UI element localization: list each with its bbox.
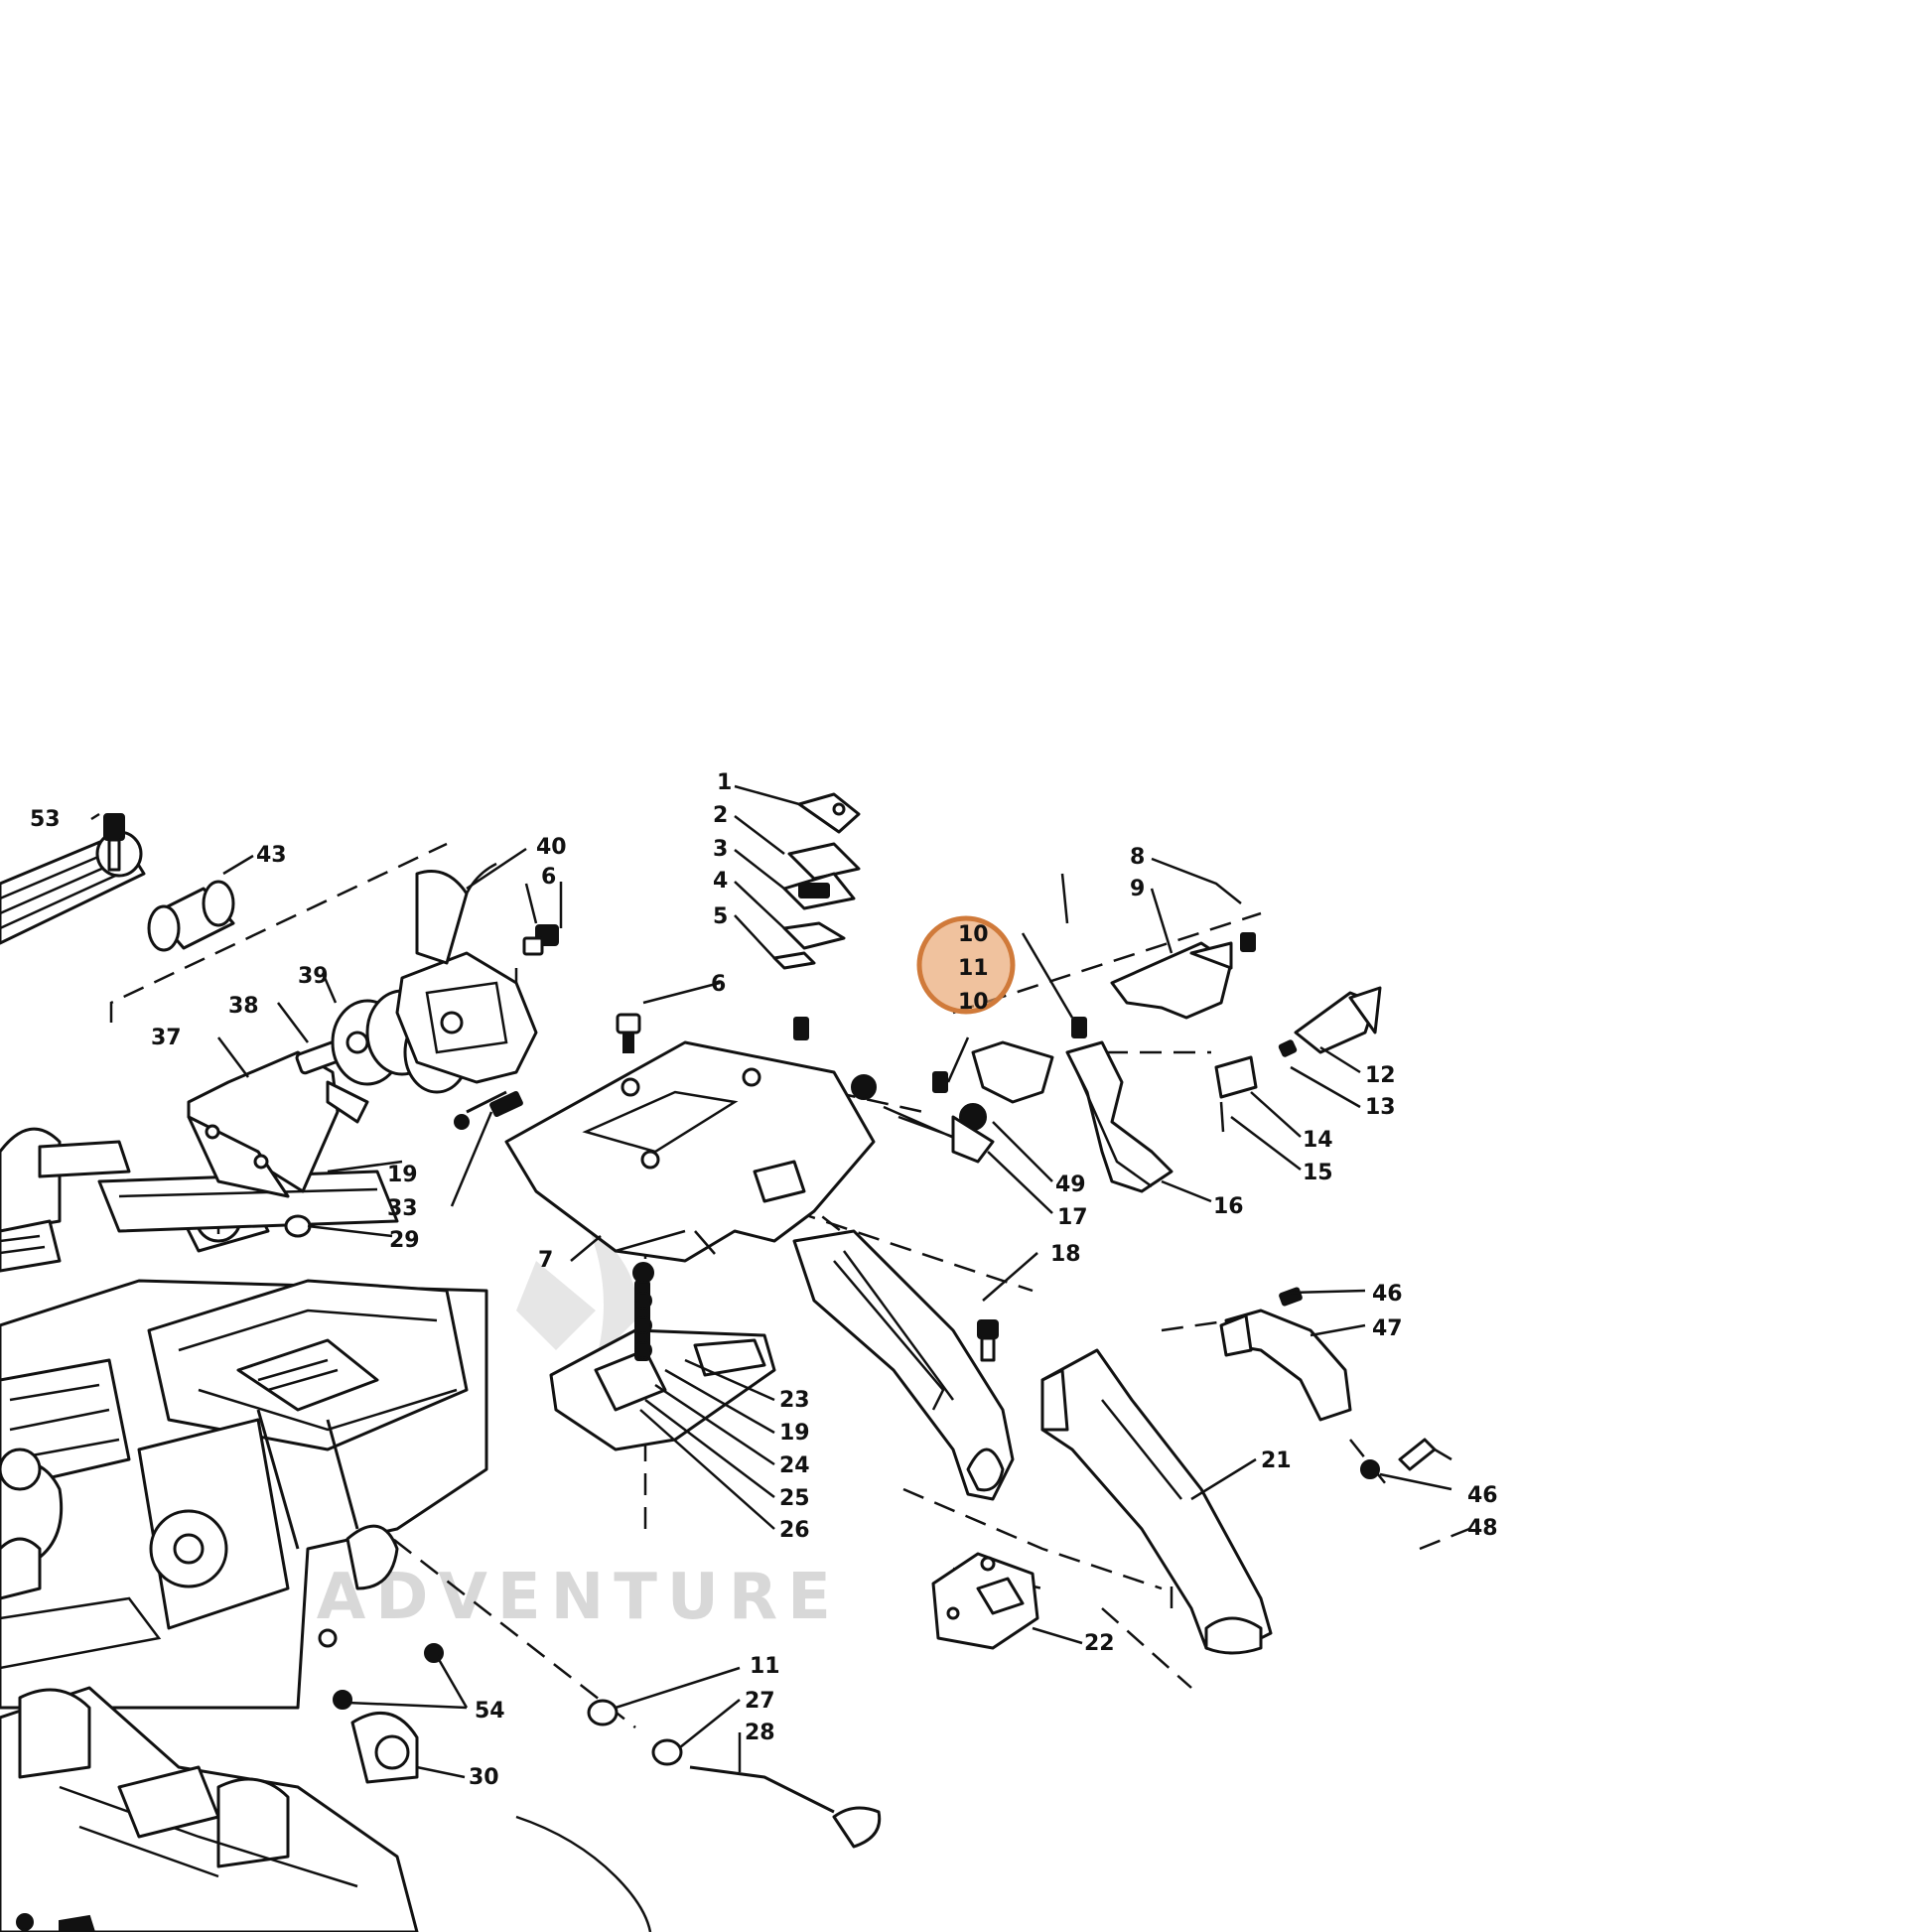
- callout-46-top: 46: [1372, 1282, 1403, 1307]
- callout-6-left: 6: [541, 865, 556, 890]
- callout-46-bottom: 46: [1467, 1483, 1498, 1508]
- parts-30-54: [333, 1643, 444, 1784]
- callout-21: 21: [1261, 1449, 1292, 1473]
- callout-53: 53: [30, 807, 61, 832]
- callout-19-left: 19: [387, 1163, 418, 1187]
- callout-48: 48: [1467, 1516, 1498, 1541]
- parts-12-15: [1214, 986, 1382, 1133]
- callout-10-bottom: 10: [958, 990, 989, 1015]
- part-21-handle: [1040, 1348, 1273, 1655]
- callout-4: 4: [713, 869, 728, 894]
- part-40-cover: [395, 862, 538, 1084]
- callout-5: 5: [713, 904, 728, 929]
- callout-37: 37: [151, 1026, 182, 1050]
- callout-16: 16: [1213, 1194, 1244, 1219]
- callout-23: 23: [779, 1388, 810, 1413]
- parts-11-27-28: [587, 1699, 882, 1849]
- callout-13: 13: [1365, 1095, 1396, 1120]
- callout-26: 26: [779, 1518, 810, 1543]
- callout-12: 12: [1365, 1063, 1396, 1088]
- callout-49: 49: [1055, 1173, 1086, 1197]
- callout-8: 8: [1130, 845, 1145, 870]
- callout-19-mount: 19: [779, 1421, 810, 1446]
- callout-7: 7: [538, 1248, 553, 1273]
- part-19-33-bolt: [454, 1090, 523, 1130]
- callout-43: 43: [256, 843, 287, 868]
- callout-22: 22: [1084, 1631, 1115, 1656]
- rear-handle: [792, 1229, 1015, 1501]
- part-43-sleeve: [147, 880, 235, 952]
- part-5-screw: [793, 1017, 809, 1040]
- callout-33: 33: [387, 1196, 418, 1221]
- base-assembly: [0, 1686, 652, 1932]
- callout-labels: 1 2 3 4 5 6 6 7 8 9 10 11 10 12 13 14 15…: [30, 770, 1498, 1790]
- part-29-plug: [284, 1214, 312, 1238]
- part-6-screw-center: [616, 1013, 641, 1053]
- callout-29: 29: [389, 1228, 420, 1253]
- watermark-text: EADVENTURE: [263, 1561, 841, 1634]
- part-18-screw: [977, 1319, 999, 1362]
- leader-lines: [90, 784, 1452, 1779]
- callout-2: 2: [713, 803, 728, 828]
- callout-18: 18: [1050, 1242, 1081, 1267]
- callout-25: 25: [779, 1486, 810, 1511]
- callout-28: 28: [745, 1721, 775, 1745]
- parts-10-11-small-screws: [851, 1017, 1087, 1100]
- callout-3: 3: [713, 837, 728, 862]
- part-9-latch: [1110, 932, 1256, 1020]
- callout-15: 15: [1303, 1161, 1333, 1185]
- part-7-handle-housing: [504, 1040, 876, 1263]
- callout-40: 40: [536, 835, 567, 860]
- part-22-mount-block: [931, 1552, 1039, 1650]
- parts-1-5-switch-stack: [772, 792, 861, 970]
- callout-24: 24: [779, 1453, 810, 1478]
- callout-47: 47: [1372, 1316, 1403, 1341]
- callout-11-top: 11: [958, 956, 989, 981]
- callout-54: 54: [475, 1699, 505, 1724]
- callout-27: 27: [745, 1689, 775, 1714]
- callout-30: 30: [469, 1765, 499, 1790]
- callout-39: 39: [298, 964, 329, 989]
- callout-6-center: 6: [711, 972, 726, 997]
- shaft-part: [0, 830, 146, 945]
- part-47-lever: [1219, 1287, 1437, 1479]
- highlight-marker: [916, 915, 1016, 1015]
- callout-10-top: 10: [958, 922, 989, 947]
- engine-crankcase: [0, 1127, 488, 1710]
- part-6-screw-left: [522, 924, 559, 956]
- callout-9: 9: [1130, 877, 1145, 901]
- parts-17-49-spring: [883, 1040, 1054, 1164]
- callout-14: 14: [1303, 1128, 1333, 1153]
- lower-mount: [549, 1262, 776, 1451]
- part-16-trigger: [1065, 1040, 1173, 1193]
- callout-11-bottom: 11: [750, 1654, 780, 1679]
- callout-1: 1: [717, 770, 732, 795]
- callout-38: 38: [228, 994, 259, 1019]
- part-53-bolt: [103, 813, 125, 872]
- callout-17: 17: [1057, 1205, 1088, 1230]
